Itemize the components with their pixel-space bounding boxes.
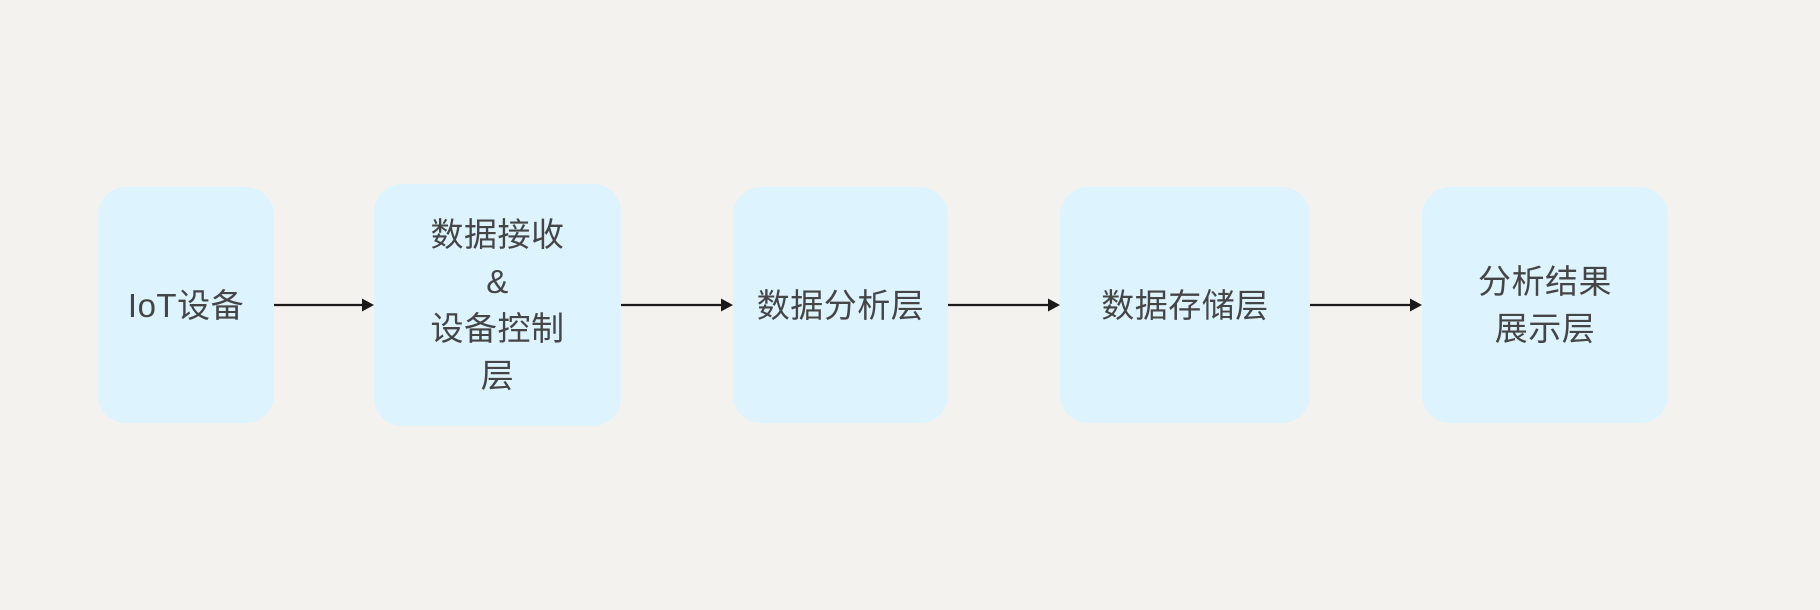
flow-node-label: 分析结果 展示层 (1478, 263, 1612, 347)
flow-node-storage-layer[interactable]: 数据存储层 (1060, 187, 1310, 423)
flow-node-label: IoT设备 (127, 286, 245, 324)
flow-arrow-storage-layer-to-presentation-layer (1310, 293, 1422, 317)
flow-node-ingest-control[interactable]: 数据接收 & 设备控制 层 (374, 184, 621, 426)
flow-node-presentation-layer[interactable]: 分析结果 展示层 (1422, 187, 1668, 423)
flow-arrow-iot-device-to-ingest-control (274, 293, 374, 317)
arrow-right-icon (948, 298, 1060, 312)
flow-node-label: 数据接收 & 设备控制 层 (430, 216, 565, 394)
arrow-right-icon (274, 298, 374, 312)
flow-arrow-ingest-control-to-analysis-layer (621, 293, 733, 317)
arrow-right-icon (621, 298, 733, 312)
arrow-right-icon (1310, 298, 1422, 312)
flow-node-iot-device[interactable]: IoT设备 (98, 187, 274, 423)
flow-arrow-analysis-layer-to-storage-layer (948, 293, 1060, 317)
flow-node-analysis-layer[interactable]: 数据分析层 (733, 187, 948, 423)
flow-node-label: 数据存储层 (1101, 286, 1269, 324)
flow-node-label: 数据分析层 (756, 286, 925, 324)
